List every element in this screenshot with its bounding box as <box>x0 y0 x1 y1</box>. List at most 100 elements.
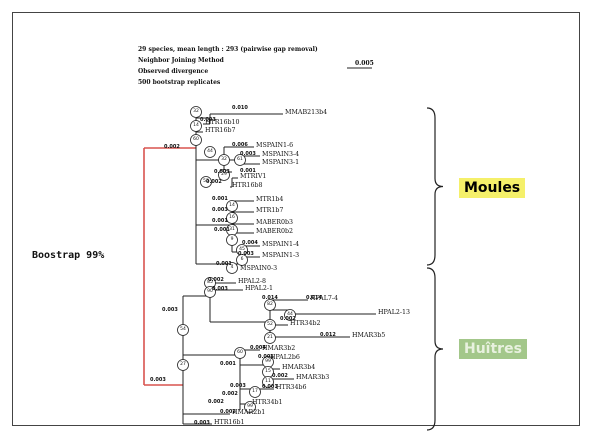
bootstrap-value: 31 <box>229 226 235 232</box>
bootstrap-node <box>218 169 230 181</box>
bootstrap-node <box>264 319 276 331</box>
bootstrap-value: 29 <box>221 171 227 177</box>
bootstrap-value: 6 <box>240 256 244 262</box>
bootstrap-node <box>262 376 274 388</box>
branch-length-value: 0.003 <box>212 286 228 292</box>
bootstrap-node <box>190 106 202 118</box>
leaf-label: HPAL2-1 <box>245 285 274 292</box>
branch-length-value: 0.003 <box>212 207 228 213</box>
branch-length-value: 0.014 <box>306 295 322 301</box>
header-line-3: Observed divergence <box>138 68 209 75</box>
bootstrap-node <box>284 309 296 321</box>
bootstrap-node <box>234 154 246 166</box>
branch-length-value: 0.001 <box>220 361 236 367</box>
leaf-label: HPAL7-4 <box>310 295 339 302</box>
branch-length-value: 0.001 <box>262 384 278 390</box>
bootstrap-value: 27 <box>180 361 186 367</box>
bootstrap-value: 14 <box>229 202 235 208</box>
bootstrap-value: 15 <box>265 368 271 374</box>
bootstrap-node <box>200 176 212 188</box>
branch-length-value: 0.002 <box>280 316 296 322</box>
leaf-label: MABER0b2 <box>256 228 294 235</box>
branch-length-value: 0.001 <box>258 354 274 360</box>
leaf-label: MMAB213b4 <box>285 109 328 116</box>
branch-length-value: 0.001 <box>216 261 232 267</box>
bootstrap-node <box>244 401 256 413</box>
branch-length-value: 0.010 <box>232 105 248 111</box>
bootstrap-value: 99 <box>247 403 253 409</box>
leaf-label: HTR34b6 <box>276 384 307 391</box>
bootstrap-value: 99 <box>265 358 271 364</box>
branch-length-value: 0.003 <box>162 307 178 313</box>
leaf-label: MABER0b3 <box>256 219 294 226</box>
group-brace <box>426 107 444 266</box>
bootstrap-node <box>249 386 261 398</box>
branch-length-value: 0.002 <box>220 409 236 415</box>
leaf-label: MSPAIN1-4 <box>262 241 300 248</box>
branch-length-value: 0.002 <box>164 144 180 150</box>
bootstrap-node <box>226 262 238 274</box>
bootstrap-node <box>190 120 202 132</box>
bootstrap-value: 17 <box>252 388 258 394</box>
branch-length-value: 0.002 <box>272 373 288 379</box>
bootstrap-value: 11 <box>265 378 271 384</box>
leaf-label: MTR1b7 <box>256 207 284 214</box>
branch-length-value: 0.014 <box>262 295 278 301</box>
bootstrap-node <box>234 347 246 359</box>
branch-length-value: 0.003 <box>194 420 210 426</box>
bootstrap-node <box>264 299 276 311</box>
huitres-label: Huîtres <box>459 339 527 359</box>
bootstrap-value: 21 <box>267 334 273 340</box>
leaf-label: HMAR2b1 <box>232 409 266 416</box>
leaf-label: HTR16b7 <box>205 127 236 134</box>
bootstrap-node <box>264 332 276 344</box>
bootstrap-node <box>226 212 238 224</box>
branch-length-value: 0.003 <box>238 251 254 257</box>
bootstrap-value: 32 <box>221 156 227 162</box>
bootstrap-value: 32 <box>193 108 199 114</box>
bootstrap-node <box>226 234 238 246</box>
bootstrap-value: 44 <box>287 311 293 317</box>
branch-length-value: 0.001 <box>240 168 256 174</box>
bootstrap-value: 4 <box>230 264 234 270</box>
bootstrap-node <box>226 200 238 212</box>
bootstrap-label: Boostrap 99% <box>32 250 105 261</box>
leaf-label: MSPAIN1-3 <box>262 252 300 259</box>
group-brace <box>426 267 444 431</box>
branch-length-value: 0.003 <box>150 377 166 383</box>
moules-label: Moules <box>459 178 526 198</box>
scale-label: 0.005 <box>355 60 374 67</box>
bootstrap-node <box>236 254 248 266</box>
header-line-1: 29 species, mean length : 293 (pairwise … <box>138 46 318 53</box>
leaf-label: HTR34b2 <box>290 320 321 327</box>
bootstrap-node <box>177 324 189 336</box>
leaf-label: HTR16b8 <box>232 182 263 189</box>
bootstrap-value: 45 <box>239 246 245 252</box>
leaf-label: MSPAIN1-6 <box>256 142 294 149</box>
leaf-label: HMAR3b4 <box>282 364 316 371</box>
bootstrap-value: 90 <box>207 288 213 294</box>
branch-length-value: 0.004 <box>242 240 258 246</box>
leaf-label: HMAR3b2 <box>262 345 296 352</box>
leaf-label: HMAR3b3 <box>296 374 330 381</box>
bootstrap-node <box>204 146 216 158</box>
bootstrap-node <box>190 134 202 146</box>
bootstrap-value: 52 <box>267 321 273 327</box>
branch-length-value: 0.012 <box>320 332 336 338</box>
leaf-label: HPAL2b6 <box>270 354 300 361</box>
leaf-label: HTR16b1 <box>214 419 245 426</box>
leaf-label: MSPAIN3-4 <box>262 151 300 158</box>
leaf-label: HTR16b10 <box>205 119 240 126</box>
leaf-label: MTR1b4 <box>256 196 284 203</box>
bootstrap-value: 85 <box>207 279 213 285</box>
bootstrap-value: 54 <box>180 326 186 332</box>
leaf-label: HPAL2-8 <box>238 278 267 285</box>
branch-length-value: 0.002 <box>208 277 224 283</box>
header-line-2: Neighbor Joining Method <box>138 57 224 64</box>
branch-length-value: 0.004 <box>250 345 266 351</box>
branch-length-value: 0.001 <box>214 227 230 233</box>
leaf-label: HPAL2-13 <box>378 309 411 316</box>
bootstrap-value: 61 <box>237 156 243 162</box>
branch-length-value: 0.003 <box>214 169 230 175</box>
